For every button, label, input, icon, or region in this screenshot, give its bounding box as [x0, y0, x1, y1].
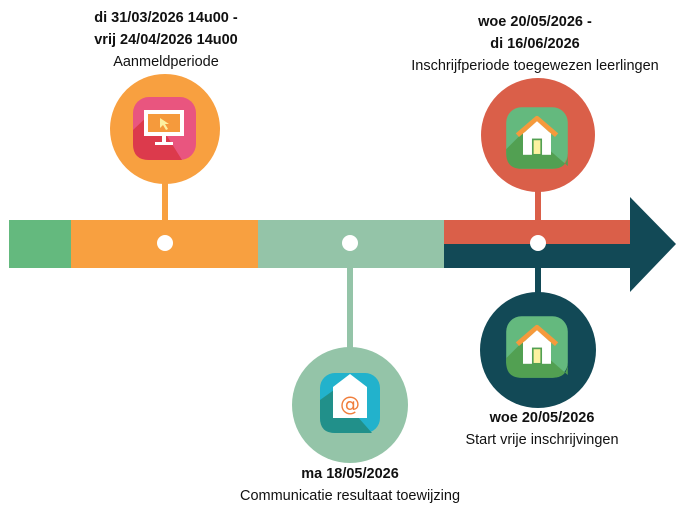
house-icon [480, 292, 596, 408]
arrow-head [630, 197, 676, 292]
event-date: di 16/06/2026 [490, 36, 580, 52]
timeline-segment-green [9, 220, 71, 268]
computer-monitor-icon [110, 74, 220, 184]
email-at-icon: @ [292, 347, 408, 463]
event-date: vrij 24/04/2026 14u00 [94, 32, 238, 48]
timeline-marker [530, 235, 546, 251]
event-title: Aanmeldperiode [113, 54, 219, 70]
event-date: woe 20/05/2026 - [478, 14, 592, 30]
event-date: woe 20/05/2026 [489, 410, 595, 426]
svg-text:@: @ [340, 392, 360, 416]
event-aanmeldperiode: di 31/03/2026 14u00 - vrij 24/04/2026 14… [94, 7, 238, 73]
event-date: ma 18/05/2026 [301, 466, 399, 482]
timeline-marker [342, 235, 358, 251]
house-icon [481, 78, 595, 192]
event-title: Inschrijfperiode toegewezen leerlingen [411, 58, 659, 74]
event-communicatie: ma 18/05/2026 Communicatie resultaat toe… [240, 463, 460, 507]
event-vrije-inschrijvingen: woe 20/05/2026 Start vrije inschrijvinge… [465, 407, 618, 451]
event-date: di 31/03/2026 14u00 - [94, 10, 238, 26]
event-inschrijfperiode: woe 20/05/2026 - di 16/06/2026 Inschrijf… [411, 11, 658, 77]
event-title: Communicatie resultaat toewijzing [239, 488, 461, 504]
timeline-marker [157, 235, 173, 251]
event-title: Start vrije inschrijvingen [465, 432, 619, 448]
